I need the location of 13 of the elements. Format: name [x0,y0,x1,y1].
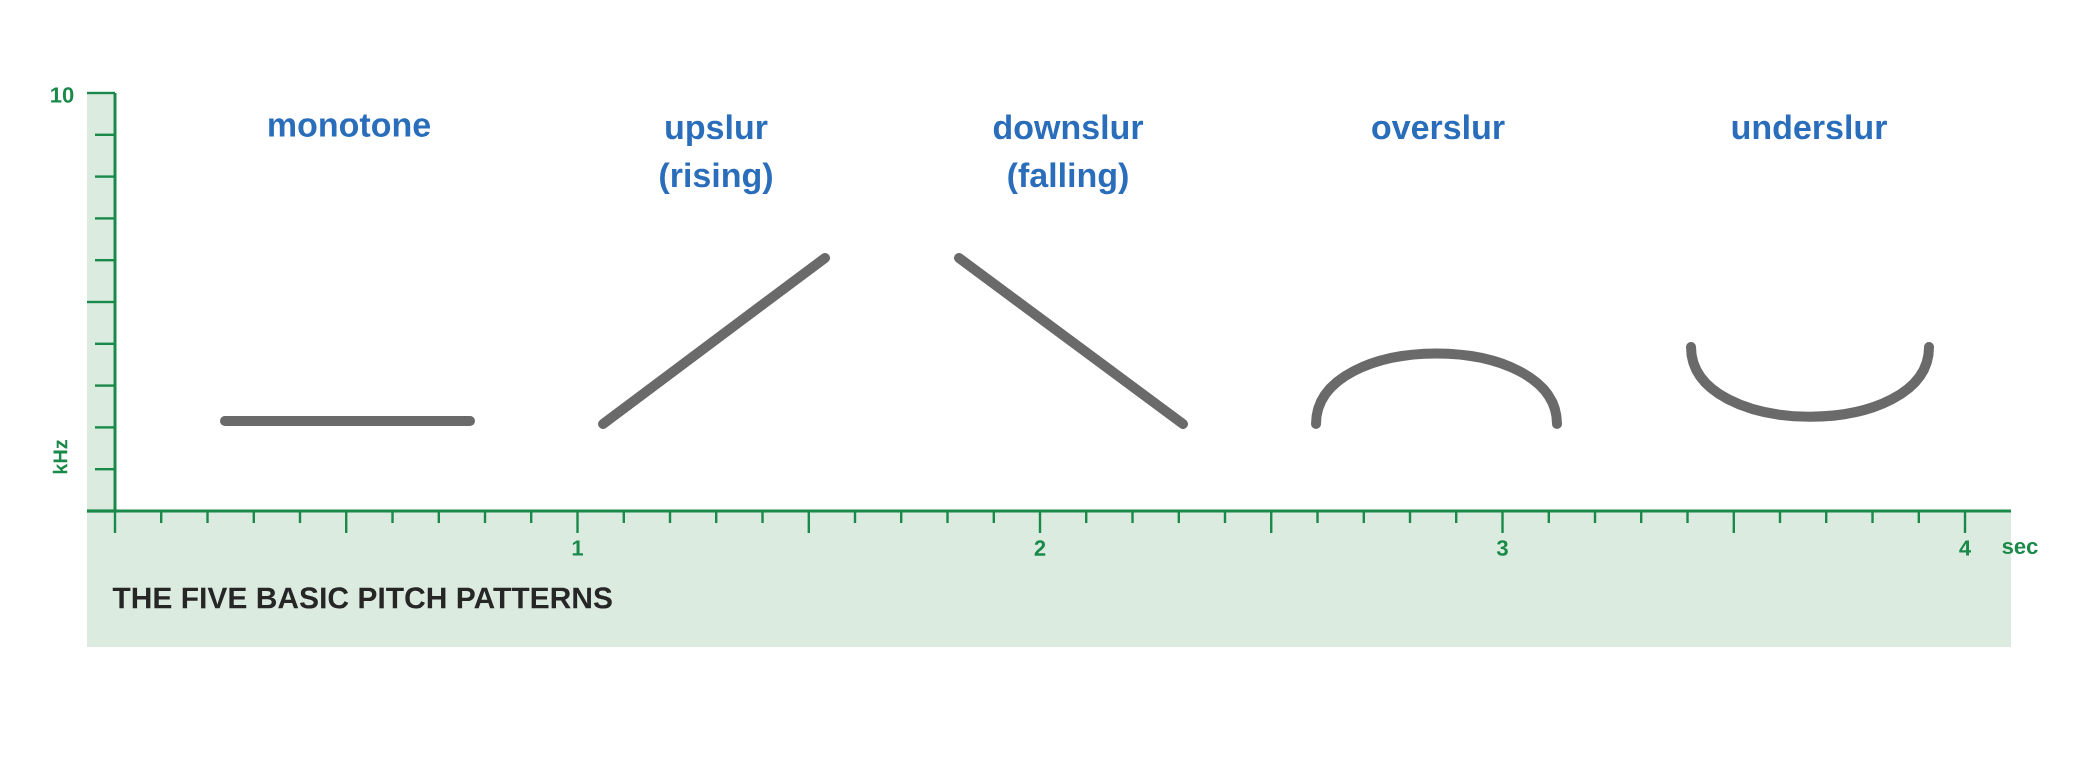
tick-label: 4 [1959,540,1971,556]
pattern-label: upslur (rising) [660,114,772,195]
pattern-label: overslur [1372,114,1505,140]
pattern-label: underslur [1732,114,1887,140]
tick-label: 1 [572,540,583,556]
tick-label: 10 [51,87,74,103]
tick-label: 3 [1496,540,1508,556]
pattern-label: downslur (falling) [993,114,1144,195]
tick-label: 2 [1034,540,1046,556]
axis-label: sec [2002,541,2038,555]
chart-title: THE FIVE BASIC PITCH PATTERNS [112,587,612,609]
pattern-label: monotone [269,114,431,137]
axis-label: kHz [52,439,68,474]
